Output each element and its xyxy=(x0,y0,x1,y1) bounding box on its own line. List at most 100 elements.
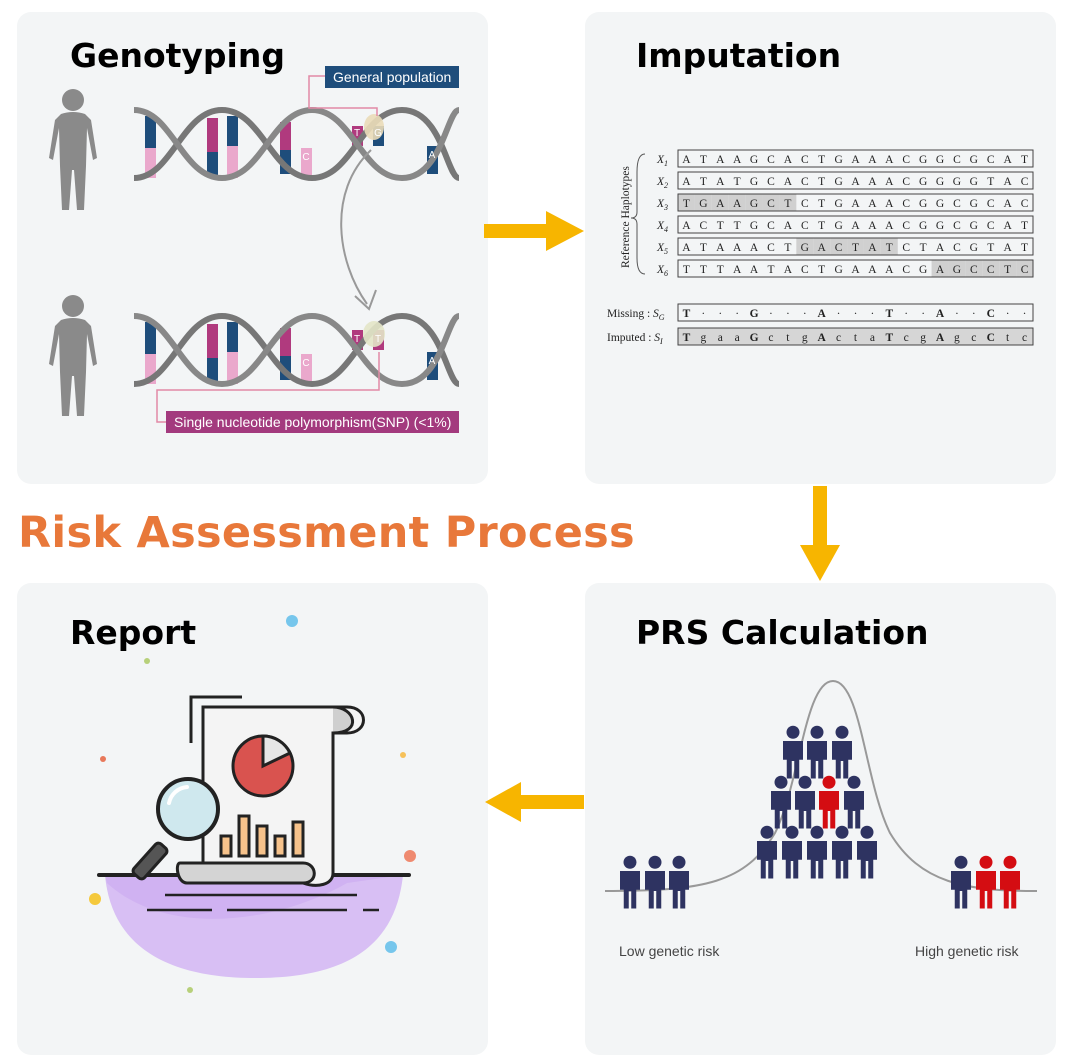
nucleotide: C xyxy=(700,220,708,232)
reference-haplotypes-label: Reference Haplotypes xyxy=(620,166,632,268)
nucleotide: A xyxy=(1003,220,1012,232)
nucleotide: A xyxy=(784,264,793,276)
nucleotide: T xyxy=(683,264,690,276)
nucleotide: A xyxy=(784,154,793,166)
nucleotide: T xyxy=(700,242,707,254)
nucleotide: A xyxy=(733,242,742,254)
person-icon xyxy=(49,89,97,210)
nucleotide: G xyxy=(834,176,842,188)
nucleotide: A xyxy=(818,332,827,344)
nucleotide: A xyxy=(682,154,691,166)
snp-badge: Single nucleotide polymorphism(SNP) (<1%… xyxy=(166,411,460,433)
nucleotide: T xyxy=(700,176,707,188)
nucleotide: C xyxy=(953,220,961,232)
nucleotide: A xyxy=(716,176,725,188)
nucleotide: A xyxy=(733,154,742,166)
person-icon xyxy=(857,825,877,879)
nucleotide: T xyxy=(784,242,791,254)
low-risk-label: Low genetic risk xyxy=(619,943,720,959)
nucleotide: C xyxy=(987,220,995,232)
high-risk-label: High genetic risk xyxy=(915,943,1019,959)
nucleotide: · xyxy=(904,308,908,320)
nucleotide: A xyxy=(885,154,894,166)
haplotype-label: X3 xyxy=(656,198,668,212)
nucleotide: C xyxy=(902,176,910,188)
nucleotide: C xyxy=(801,176,809,188)
base-label: T xyxy=(354,334,360,345)
nucleotide: G xyxy=(936,220,944,232)
nucleotide: C xyxy=(987,332,995,344)
nucleotide: T xyxy=(734,176,741,188)
nucleotide: T xyxy=(1004,264,1011,276)
nucleotide: G xyxy=(750,220,758,232)
nucleotide: A xyxy=(682,176,691,188)
nucleotide: G xyxy=(919,220,927,232)
nucleotide: · xyxy=(786,308,790,320)
nucleotide: C xyxy=(767,198,775,210)
nucleotide: C xyxy=(1021,198,1029,210)
nucleotide: T xyxy=(784,198,791,210)
nucleotide: G xyxy=(953,176,961,188)
bar-chart-icon xyxy=(219,814,305,858)
base-label: C xyxy=(302,358,309,369)
bell-curve xyxy=(604,679,1038,892)
nucleotide: G xyxy=(970,242,978,254)
nucleotide: · xyxy=(921,308,925,320)
arrow-down xyxy=(800,486,840,581)
nucleotide: T xyxy=(987,242,994,254)
pie-chart-icon xyxy=(231,734,295,798)
report-illustration xyxy=(89,615,416,993)
nucleotide: C xyxy=(987,198,995,210)
genotyping-illustration: C T G A C T T A xyxy=(49,75,461,423)
nucleotide: c xyxy=(1022,332,1027,344)
nucleotide: C xyxy=(902,154,910,166)
nucleotide: g xyxy=(802,332,808,344)
prs-distribution: Low genetic risk High genetic risk xyxy=(604,679,1038,959)
nucleotide: A xyxy=(868,242,877,254)
nucleotide: A xyxy=(682,242,691,254)
nucleotide: t xyxy=(1006,332,1010,344)
nucleotide: t xyxy=(854,332,858,344)
nucleotide: g xyxy=(920,332,926,344)
nucleotide: G xyxy=(919,198,927,210)
nucleotide: A xyxy=(716,154,725,166)
nucleotide: C xyxy=(953,242,961,254)
nucleotide: T xyxy=(717,220,724,232)
nucleotide: · xyxy=(718,308,722,320)
person-icon xyxy=(645,855,665,909)
nucleotide: G xyxy=(699,198,707,210)
nucleotide: A xyxy=(1003,198,1012,210)
nucleotide: A xyxy=(733,264,742,276)
nucleotide: T xyxy=(1021,154,1028,166)
nucleotide: C xyxy=(970,264,978,276)
nucleotide: C xyxy=(902,242,910,254)
genotyping-panel xyxy=(17,12,488,484)
nucleotide: c xyxy=(768,332,773,344)
base-label: G xyxy=(374,128,382,139)
person-icon xyxy=(976,855,996,909)
haplotype-label: X4 xyxy=(656,220,668,234)
nucleotide: A xyxy=(1003,154,1012,166)
nucleotide: A xyxy=(733,198,742,210)
nucleotide: G xyxy=(834,154,842,166)
nucleotide: T xyxy=(987,176,994,188)
nucleotide: A xyxy=(750,264,759,276)
nucleotide: C xyxy=(953,154,961,166)
nucleotide: G xyxy=(919,264,927,276)
nucleotide: C xyxy=(1021,264,1029,276)
nucleotide: T xyxy=(885,308,893,320)
nucleotide: t xyxy=(786,332,790,344)
nucleotide: A xyxy=(851,198,860,210)
imputed-label: Imputed : SI xyxy=(607,332,663,346)
nucleotide: G xyxy=(750,154,758,166)
nucleotide: G xyxy=(834,220,842,232)
nucleotide: T xyxy=(885,332,893,344)
nucleotide: T xyxy=(818,154,825,166)
nucleotide: G xyxy=(970,176,978,188)
nucleotide: T xyxy=(1021,242,1028,254)
nucleotide: · xyxy=(870,308,874,320)
nucleotide: g xyxy=(954,332,960,344)
